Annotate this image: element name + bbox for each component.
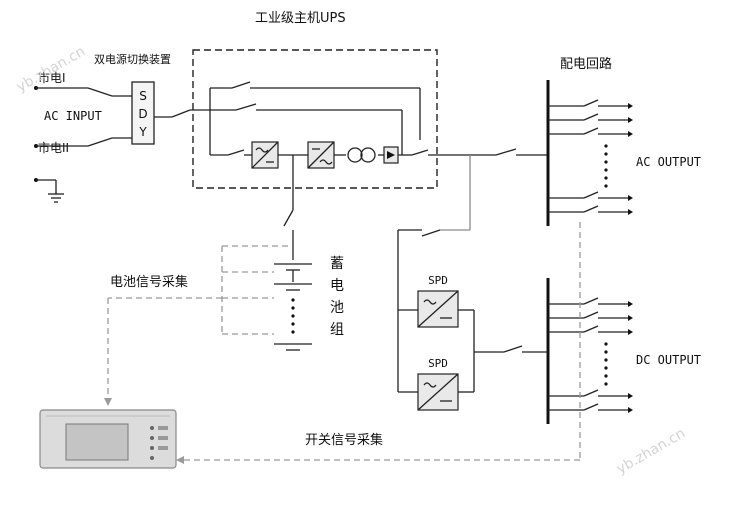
ac-output-feed: [397, 148, 548, 393]
ground-symbol: [34, 178, 64, 203]
ac-branch-2: [548, 113, 633, 123]
distribution-label: 配电回路: [560, 56, 612, 72]
mains-2-label: 市电II: [38, 140, 69, 155]
ac-branch-ellipsis: [604, 144, 608, 188]
rectifier-block: [251, 141, 279, 169]
ac-branch-circuits: [548, 99, 633, 215]
dc-branch-2: [548, 311, 633, 321]
transformer-symbol: [347, 147, 376, 163]
battery-signal-wiring: [104, 245, 288, 406]
battery-char-3: 池: [330, 300, 344, 316]
ac-branch-5: [548, 205, 633, 215]
ac-branch-3: [548, 127, 633, 137]
spd-top: SPD: [417, 274, 459, 328]
mains-1-line: [34, 86, 132, 97]
ac-branch-4: [548, 191, 633, 201]
spd-bottom: SPD: [417, 357, 459, 411]
monitoring-device: [39, 409, 177, 469]
dc-output-label: DC OUTPUT: [636, 353, 701, 367]
battery-char-4: 组: [330, 322, 344, 338]
dc-branch-3: [548, 325, 633, 335]
mains-1-label: 市电I: [38, 70, 66, 85]
dc-branch-4: [548, 389, 633, 399]
dc-branch-5: [548, 403, 633, 413]
mains-2-line: [34, 137, 132, 148]
spd-bottom-label: SPD: [428, 357, 448, 370]
inverter-block: [307, 141, 335, 169]
sdy-char-s: S: [139, 89, 147, 103]
watermark-bottom-right: yb.zhan.cn: [614, 425, 688, 477]
sdy-transfer-switch: S D Y: [131, 81, 155, 145]
ac-input-label: AC INPUT: [44, 109, 102, 123]
ups-title: 工业级主机UPS: [255, 11, 346, 26]
dc-branch-circuits: [548, 297, 633, 413]
dc-branch-1: [548, 297, 633, 307]
ups-internal-wiring: [209, 81, 470, 210]
spd-top-label: SPD: [428, 274, 448, 287]
battery-char-1: 蓄: [330, 256, 344, 272]
dc-branch-ellipsis: [604, 342, 608, 386]
battery-char-2: 电: [330, 278, 344, 294]
switch-signal-wiring: [176, 222, 581, 464]
battery-bank: [274, 209, 312, 351]
battery-signal-label: 电池信号采集: [110, 274, 188, 290]
switch-signal-label: 开关信号采集: [305, 432, 383, 448]
ac-output-label: AC OUTPUT: [636, 155, 701, 169]
ac-branch-1: [548, 99, 633, 109]
sdy-char-d: D: [138, 107, 147, 121]
ups-input-line: [154, 109, 210, 118]
sdy-char-y: Y: [138, 125, 147, 139]
static-switch-block: [383, 146, 399, 164]
ups-enclosure: [192, 49, 438, 189]
transfer-device-label: 双电源切换装置: [94, 52, 171, 66]
